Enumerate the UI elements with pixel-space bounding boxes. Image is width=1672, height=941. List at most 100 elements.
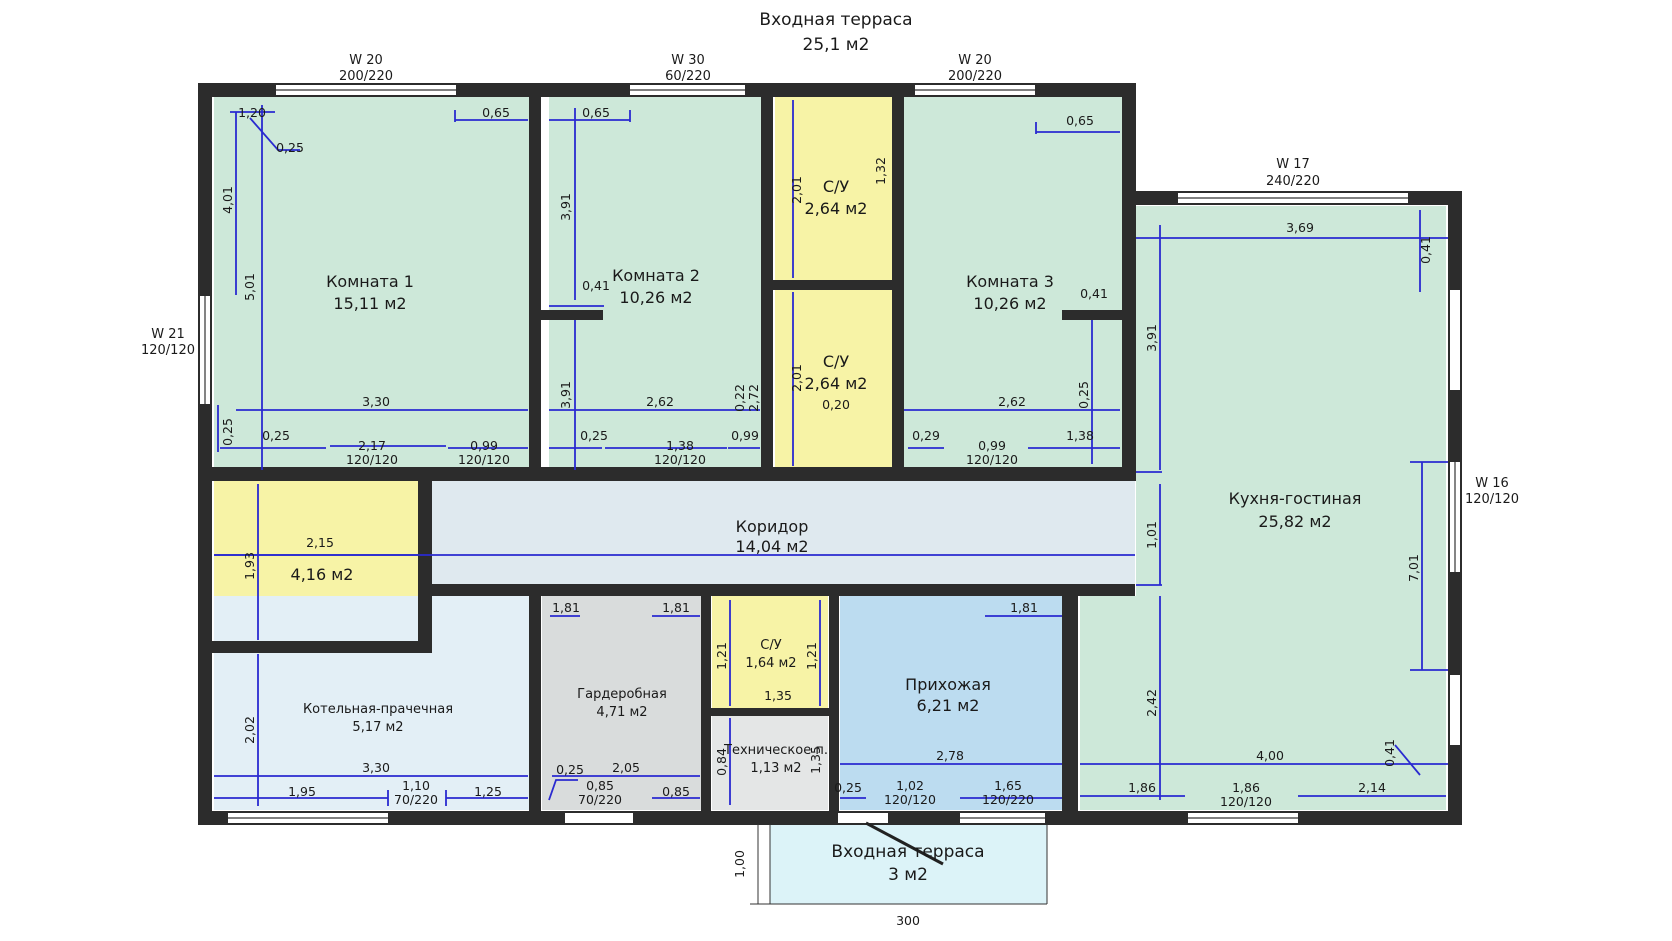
- dim-label-b-195: 1,95: [288, 784, 316, 799]
- dim-label-r2-022: 0,22: [732, 384, 747, 412]
- window-w17-code: W 17: [1276, 157, 1310, 172]
- wall-r2-wc: [761, 97, 773, 481]
- wall-bottom: [198, 811, 1462, 825]
- dim-label-h-165s: 120/220: [982, 792, 1034, 807]
- wc-3-fill: [712, 596, 828, 714]
- wall-corridor-bottom: [430, 584, 1135, 596]
- dim-label-r1-099: 0,99: [470, 438, 498, 453]
- dim-label-k-041b: 0,41: [1382, 739, 1397, 767]
- dim-label-t-084: 0,84: [714, 748, 729, 776]
- terrace-bottom-depth: 1,00: [732, 850, 747, 878]
- dim-label-k-391: 3,91: [1144, 324, 1159, 352]
- wall-bedrooms-bottom: [212, 467, 1136, 481]
- window-w16-code: W 16: [1475, 476, 1509, 491]
- window-w21-size: 120/120: [141, 343, 195, 358]
- room-3-name: Комната 3: [966, 272, 1054, 291]
- dim-label-h-278: 2,78: [936, 748, 964, 763]
- dim-label-k-186a: 1,86: [1128, 780, 1156, 795]
- room-2-fill: [549, 97, 764, 467]
- dim-label-h-102: 1,02: [896, 778, 924, 793]
- dimension-labels: 1,20 0,25 0,65 4,01 5,01 3,30 0,25 0,25 …: [220, 105, 1433, 809]
- hall-name: Прихожая: [905, 675, 991, 694]
- dim-label-r2-272: 2,72: [746, 384, 761, 412]
- dim-label-wc-201a: 2,01: [789, 176, 804, 204]
- terrace-bottom-width: 300: [896, 913, 920, 928]
- dim-label-r3-262: 2,62: [998, 394, 1026, 409]
- plan-line: [1450, 290, 1460, 390]
- room-1-area: 15,11 м2: [333, 294, 406, 313]
- plan-line: [1450, 675, 1460, 745]
- terrace-top-area: 25,1 м2: [803, 35, 870, 55]
- terrace-bottom-fill: [770, 824, 1047, 904]
- room-3-area: 10,26 м2: [973, 294, 1046, 313]
- plan-line: [548, 779, 578, 801]
- wall-storage-bottom: [212, 641, 432, 653]
- dim-label-k-701: 7,01: [1406, 554, 1421, 582]
- dim-label-h-102s: 120/120: [884, 792, 936, 807]
- dim-label-g-025: 0,25: [556, 762, 584, 777]
- dim-label-w3-135: 1,35: [764, 688, 792, 703]
- wc-2-area: 2,64 м2: [805, 374, 868, 393]
- kitchen-fill-upper: [1136, 206, 1446, 596]
- dim-label-r2-041: 0,41: [582, 278, 610, 293]
- window-w20b-code: W 20: [958, 53, 992, 68]
- openings: [200, 85, 1460, 866]
- terrace-top-name: Входная терраса: [759, 10, 912, 30]
- dim-label-r1-401: 4,01: [220, 186, 235, 214]
- dim-label-r3-099s: 120/120: [966, 452, 1018, 467]
- dim-label-r2-025: 0,25: [580, 428, 608, 443]
- window-w21-code: W 21: [151, 327, 185, 342]
- plan-line: [249, 117, 300, 151]
- wall-left: [198, 83, 212, 825]
- storage-area: 4,16 м2: [291, 565, 354, 584]
- dim-label-r2-065: 0,65: [582, 105, 610, 120]
- window-w30-code: W 30: [671, 53, 705, 68]
- corridor-fill: [430, 481, 1135, 585]
- dim-label-wc-201b: 2,01: [789, 364, 804, 392]
- room-1-name: Комната 1: [326, 272, 414, 291]
- room-fills: [214, 97, 1446, 904]
- dim-label-r1-099s: 120/120: [458, 452, 510, 467]
- wardrobe-area: 4,71 м2: [596, 705, 647, 720]
- wardrobe-name: Гардеробная: [577, 687, 667, 702]
- dim-label-k-369: 3,69: [1286, 220, 1314, 235]
- dim-label-k-186s: 120/120: [1220, 794, 1272, 809]
- dim-label-g-181a: 1,81: [552, 600, 580, 615]
- plan-line: [865, 821, 944, 866]
- dim-label-r2-262: 2,62: [646, 394, 674, 409]
- wall-r1-r2: [529, 97, 541, 481]
- dim-label-h-025: 0,25: [834, 780, 862, 795]
- dim-label-g-205: 2,05: [612, 760, 640, 775]
- room-2-area: 10,26 м2: [619, 288, 692, 307]
- dim-label-wc-020: 0,20: [822, 397, 850, 412]
- dim-label-st-193: 1,93: [242, 552, 257, 580]
- kitchen-area: 25,82 м2: [1258, 512, 1331, 531]
- corridor-area: 14,04 м2: [735, 537, 808, 556]
- dim-label-r2-391a: 3,91: [558, 193, 573, 221]
- dim-label-r1-025c: 0,25: [262, 428, 290, 443]
- wall-stub-r3: [1062, 310, 1124, 320]
- dim-label-r1-065: 0,65: [482, 105, 510, 120]
- wall-r3-right: [1122, 97, 1136, 481]
- plan-line: [1394, 744, 1421, 776]
- dim-label-k-242: 2,42: [1144, 689, 1159, 717]
- dim-label-w3-121b: 1,21: [804, 642, 819, 670]
- dim-label-h-181: 1,81: [1010, 600, 1038, 615]
- wc-1-area: 2,64 м2: [805, 199, 868, 218]
- dim-label-k-186b: 1,86: [1232, 780, 1260, 795]
- wc-1-name: С/У: [823, 177, 850, 196]
- window-w20a-size: 200/220: [339, 69, 393, 84]
- dim-label-r3-041: 0,41: [1080, 286, 1108, 301]
- dim-label-st-215: 2,15: [306, 535, 334, 550]
- wc-1-fill: [775, 97, 892, 280]
- dim-label-b-110s: 70/220: [394, 792, 438, 807]
- tech-fill: [712, 716, 828, 810]
- boiler-fill: [214, 596, 529, 810]
- dim-label-g-181b: 1,81: [662, 600, 690, 615]
- room-2-name: Комната 2: [612, 266, 700, 285]
- dim-label-k-400: 4,00: [1256, 748, 1284, 763]
- dim-label-k-101: 1,01: [1144, 521, 1159, 549]
- dim-label-r2-391b: 3,91: [558, 381, 573, 409]
- dim-label-g-085s: 70/220: [578, 792, 622, 807]
